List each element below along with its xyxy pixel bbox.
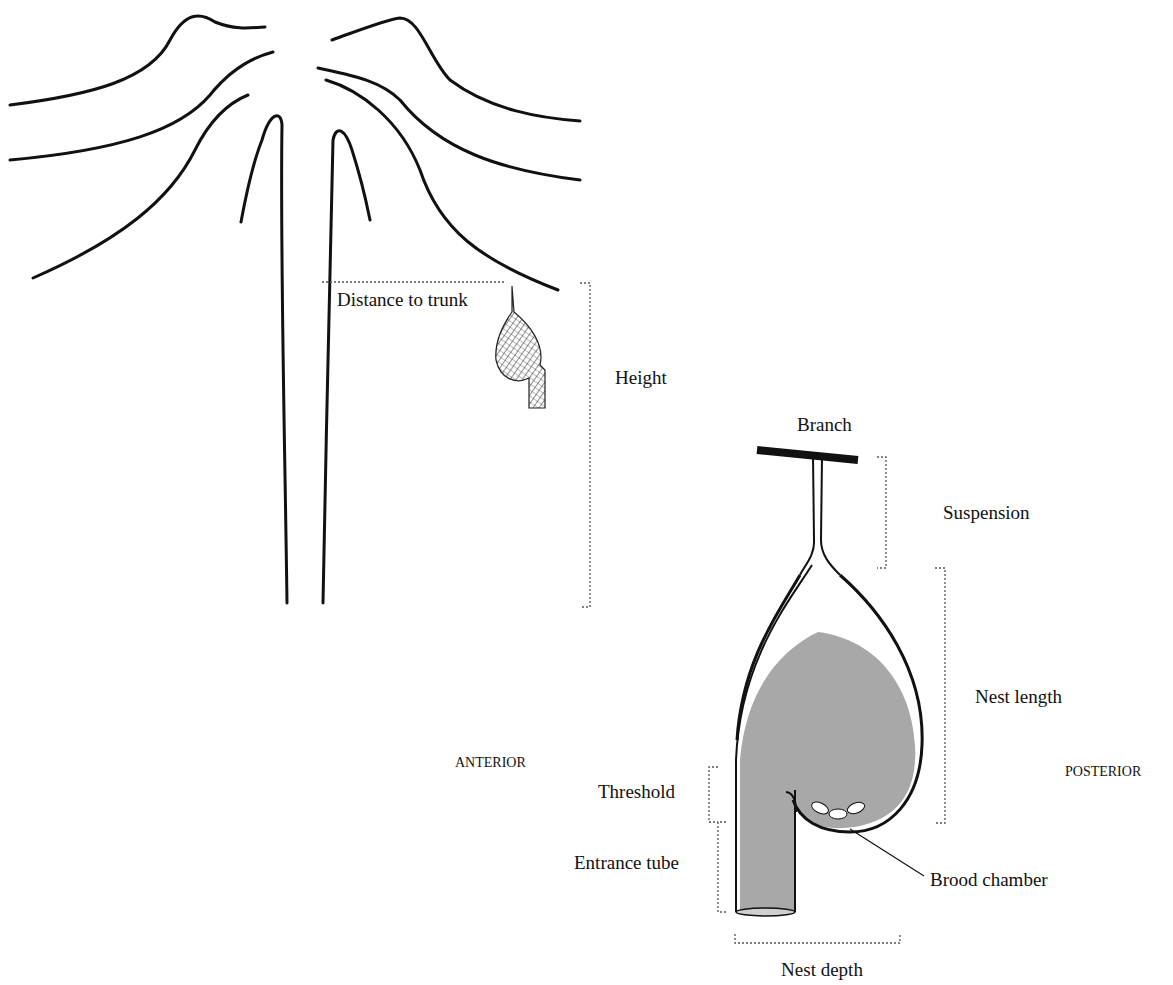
part-label: Height: [615, 367, 667, 389]
nest-section: [736, 450, 924, 916]
part-label: Entrance tube: [574, 852, 679, 874]
part-label: ANTERIOR: [455, 755, 526, 771]
part-label: POSTERIOR: [1065, 764, 1141, 780]
palm-tree: [10, 16, 580, 603]
part-label: Threshold: [598, 781, 675, 803]
part-label: Nest length: [975, 686, 1062, 708]
part-label: Distance to trunk: [337, 289, 468, 311]
part-label: Brood chamber: [930, 869, 1048, 891]
part-label: Suspension: [943, 502, 1030, 524]
part-label: Nest depth: [781, 959, 863, 981]
hanging-nest: [496, 286, 545, 408]
part-label: Branch: [797, 414, 852, 436]
dimension-brackets: [322, 282, 945, 943]
